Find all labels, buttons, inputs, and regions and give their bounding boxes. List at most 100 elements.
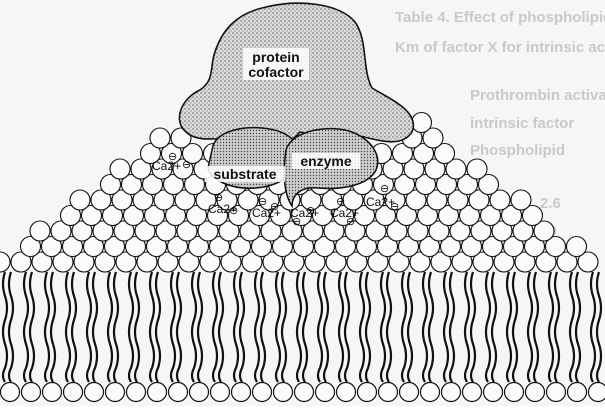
- lipid-tail: [507, 272, 511, 382]
- lipid-tail: [192, 272, 196, 382]
- inner-leaflet-heads: [1, 383, 605, 402]
- lipid-tail: [492, 272, 496, 382]
- lipid-tail: [408, 272, 412, 382]
- lipid-tail: [66, 272, 70, 382]
- lipid-tail: [444, 272, 448, 382]
- bleed-text-1: Table 4. Effect of phospholipid on Km of…: [395, 9, 605, 26]
- lipid-tail: [171, 272, 175, 382]
- negative-charge: ⊖: [306, 205, 315, 217]
- lipid-tail: [51, 272, 55, 382]
- head-group: [30, 221, 50, 241]
- lipid-tail: [555, 272, 559, 382]
- head-group: [127, 383, 146, 402]
- head-group: [169, 383, 188, 402]
- head-group: [64, 383, 83, 402]
- lipid-tail: [234, 272, 238, 382]
- lipid-tail: [129, 272, 133, 382]
- lipid-tail: [366, 272, 370, 382]
- enzyme-label: enzyme: [300, 153, 352, 169]
- lipid-tail: [240, 272, 244, 382]
- lipid-tail: [9, 272, 13, 382]
- lipid-tail: [345, 272, 349, 382]
- head-group: [253, 383, 272, 402]
- head-group: [526, 383, 545, 402]
- head-group: [412, 113, 432, 133]
- head-group: [337, 383, 356, 402]
- lipid-tail: [303, 272, 307, 382]
- head-group: [463, 383, 482, 402]
- lipid-tail: [339, 272, 343, 382]
- negative-charge: ⊖: [182, 159, 191, 171]
- head-group: [106, 383, 125, 402]
- bleed-text-5: Phospholipid: [470, 142, 565, 159]
- head-group: [148, 383, 167, 402]
- bleed-text-6: 2.6: [540, 195, 561, 212]
- head-group: [400, 383, 419, 402]
- head-group: [190, 383, 209, 402]
- lipid-tail: [576, 272, 580, 382]
- lipid-tail: [591, 272, 595, 382]
- lipid-tail: [324, 272, 328, 382]
- lipid-tail: [513, 272, 517, 382]
- head-group: [274, 383, 293, 402]
- lipid-tail: [471, 272, 475, 382]
- negative-charge: ⊖: [168, 151, 177, 163]
- head-group: [110, 159, 130, 179]
- lipid-tail: [318, 272, 322, 382]
- negative-charge: ⊖: [292, 216, 301, 228]
- negative-charge: ⊖: [270, 201, 279, 213]
- negative-charge: ⊖: [214, 192, 223, 204]
- lipid-tail: [72, 272, 76, 382]
- head-group: [22, 383, 41, 402]
- bleed-text-4: intrinsic factor: [470, 115, 574, 132]
- negative-charge: ⊖: [346, 216, 355, 228]
- negative-charge: ⊖: [390, 201, 399, 213]
- bleed-text-3: Prothrombin activation: [470, 87, 605, 104]
- lipid-tail: [282, 272, 286, 382]
- head-group: [589, 383, 605, 402]
- lipid-tail: [528, 272, 532, 382]
- head-group: [211, 383, 230, 402]
- lipid-tail: [570, 272, 574, 382]
- head-group: [43, 383, 62, 402]
- protein-label: protein: [252, 49, 299, 65]
- head-group: [505, 383, 524, 402]
- lipid-tail: [87, 272, 91, 382]
- lipid-tail: [93, 272, 97, 382]
- head-group: [567, 237, 587, 257]
- head-group: [511, 190, 531, 210]
- lipid-tail: [360, 272, 364, 382]
- substrate-label: substrate: [213, 166, 276, 182]
- lipid-tail: [549, 272, 553, 382]
- negative-charge: ⊖: [336, 196, 345, 208]
- head-group: [484, 383, 503, 402]
- lipid-tail: [177, 272, 181, 382]
- head-group: [1, 383, 20, 402]
- lipid-tail: [3, 272, 7, 382]
- lipid-tail: [387, 272, 391, 382]
- lipid-tail: [255, 272, 259, 382]
- lipid-tail: [198, 272, 202, 382]
- lipid-tail: [261, 272, 265, 382]
- lipid-tail: [486, 272, 490, 382]
- lipid-tail: [423, 272, 427, 382]
- lipid-tail: [381, 272, 385, 382]
- cofactor-label: cofactor: [248, 64, 304, 80]
- head-group: [85, 383, 104, 402]
- head-group: [379, 383, 398, 402]
- head-group: [70, 190, 90, 210]
- head-group: [150, 128, 170, 148]
- lipid-tail: [297, 272, 301, 382]
- lipid-tail: [24, 272, 28, 382]
- negative-charge: ⊖: [380, 183, 389, 195]
- lipid-tails: [3, 272, 601, 382]
- lipid-tail: [150, 272, 154, 382]
- lipid-tail: [465, 272, 469, 382]
- lipid-tail: [30, 272, 34, 382]
- lipid-tail: [597, 272, 601, 382]
- lipid-tail: [213, 272, 217, 382]
- lipid-tail: [219, 272, 223, 382]
- head-group: [442, 383, 461, 402]
- head-group: [421, 383, 440, 402]
